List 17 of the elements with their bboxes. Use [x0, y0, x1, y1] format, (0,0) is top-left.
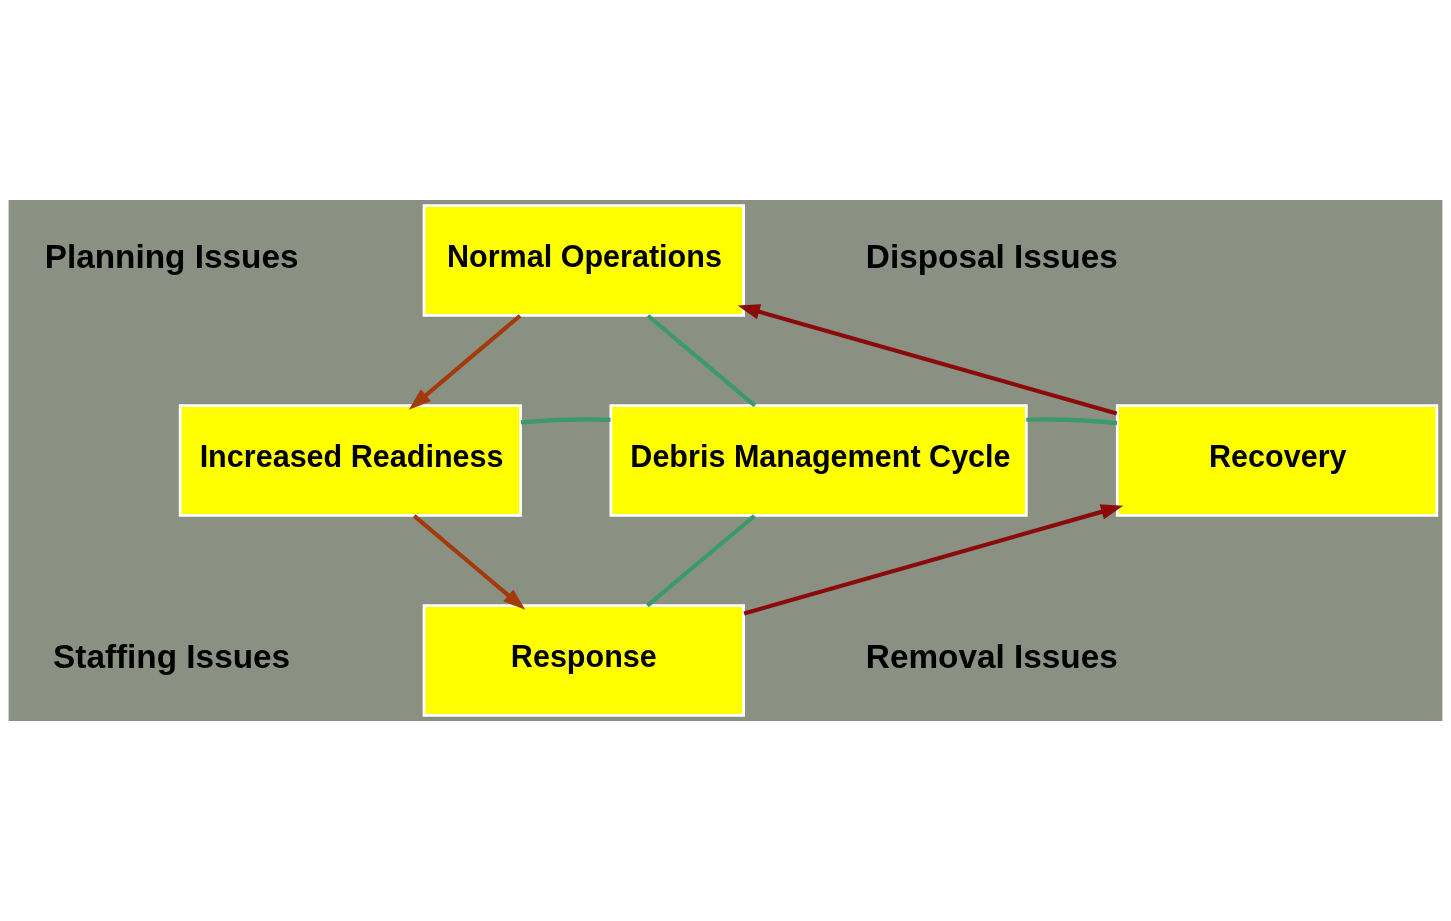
label: Staffing Issues: [53, 637, 291, 675]
arrow: [408, 314, 522, 410]
node-box: Response: [422, 604, 745, 717]
node-box: Debris Management Cycle: [609, 404, 1028, 517]
connector: [646, 314, 757, 408]
connector: [520, 417, 611, 425]
arrow: [737, 304, 1118, 416]
label: Removal Issues: [865, 637, 1118, 675]
connector: [646, 514, 756, 608]
arrow: [743, 504, 1124, 616]
connector: [1026, 417, 1118, 426]
node-box: Increased Readiness: [178, 404, 522, 517]
node-box: Recovery: [1115, 404, 1439, 517]
label: Disposal Issues: [865, 237, 1118, 275]
label: Planning Issues: [44, 237, 299, 275]
arrow: [412, 514, 526, 610]
node-box: Normal Operations: [422, 204, 745, 317]
